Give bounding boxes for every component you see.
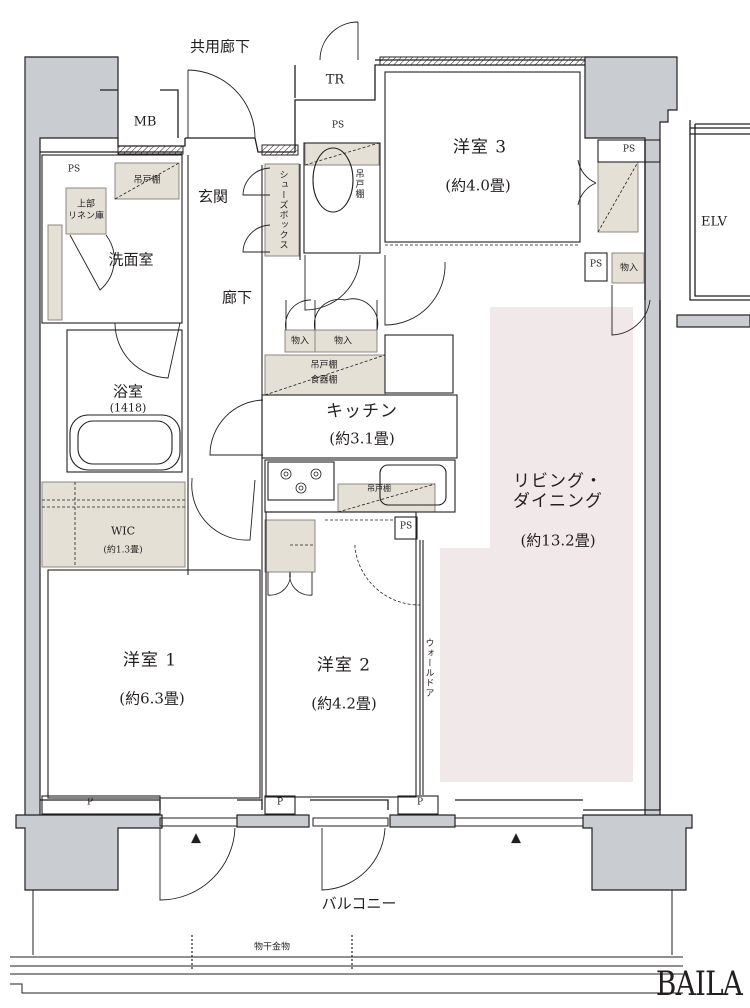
- kitchen-shelf1-label: 吊戸棚: [310, 360, 338, 371]
- kitchen-label: キッチン: [326, 401, 398, 422]
- wic-label: WIC: [110, 524, 136, 538]
- storage2-label: 物入: [333, 336, 353, 347]
- drying-rack-label: 物干金物: [253, 942, 291, 953]
- storage1-label: 物入: [290, 336, 310, 347]
- baila-logo: BAILA: [655, 964, 743, 1004]
- kitchen-upper-shelf-label: 吊戸棚: [367, 484, 391, 493]
- bedroom2-size: (約4.2畳): [311, 694, 377, 713]
- structural-walls: [15, 56, 750, 891]
- living-line2-label: ダイニング: [513, 491, 603, 512]
- living-size: (約13.2畳): [520, 531, 596, 550]
- p1-label: P: [86, 797, 94, 808]
- linen-line1-label: 上部: [76, 199, 96, 210]
- living-dining-floor: [440, 307, 633, 782]
- wic-size: (約1.3畳): [103, 545, 143, 556]
- washroom-label: 洗面室: [108, 250, 154, 269]
- storage3-label: 物入: [619, 263, 639, 274]
- bathroom-label: 浴室: [112, 382, 144, 401]
- linen-line2-label: リネン庫: [67, 211, 105, 222]
- bedroom1-label: 洋室 1: [122, 650, 178, 671]
- exit-arrow-2-icon: ▲: [511, 830, 521, 846]
- toilet-shelf-label: 吊戸棚: [353, 169, 364, 199]
- stove-burners-icon: [280, 468, 322, 494]
- kitchen-size: (約3.1畳): [329, 429, 395, 448]
- bedroom2-label: 洋室 2: [316, 655, 372, 676]
- hatched-walls: [117, 56, 586, 156]
- ps-top-label: PS: [331, 120, 345, 131]
- common-corridor-label: 共用廊下: [189, 37, 251, 56]
- kitchen-shelf2-label: 食器棚: [310, 375, 338, 386]
- ps-right-small-label: PS: [589, 259, 603, 270]
- mb-label: MB: [133, 114, 157, 130]
- p2-label: P: [276, 797, 284, 808]
- bedroom3-size: (約4.0畳): [445, 176, 511, 195]
- bedroom1-size: (約6.3畳): [119, 689, 185, 708]
- hallway-label: 廊下: [221, 288, 253, 307]
- ps-right-top-label: PS: [622, 144, 636, 155]
- tr-label: TR: [325, 72, 345, 88]
- ps-kitchen-label: PS: [399, 521, 413, 532]
- bedroom3-label: 洋室 3: [452, 137, 508, 158]
- elv-label: ELV: [701, 214, 727, 230]
- exit-arrow-1-icon: ▲: [191, 830, 201, 846]
- shoe-box-label: シューズボックス: [277, 170, 288, 250]
- p3-label: P: [416, 797, 424, 808]
- ps-left-label: PS: [67, 164, 81, 175]
- living-line1-label: リビング・: [513, 471, 603, 492]
- wall-door-label: ウォールドア: [423, 638, 434, 698]
- entrance-label: 玄関: [197, 187, 229, 206]
- balcony-label: バルコニー: [321, 894, 397, 913]
- washroom-shelf-label: 吊戸棚: [133, 175, 161, 186]
- bathroom-size: (1418): [109, 401, 147, 415]
